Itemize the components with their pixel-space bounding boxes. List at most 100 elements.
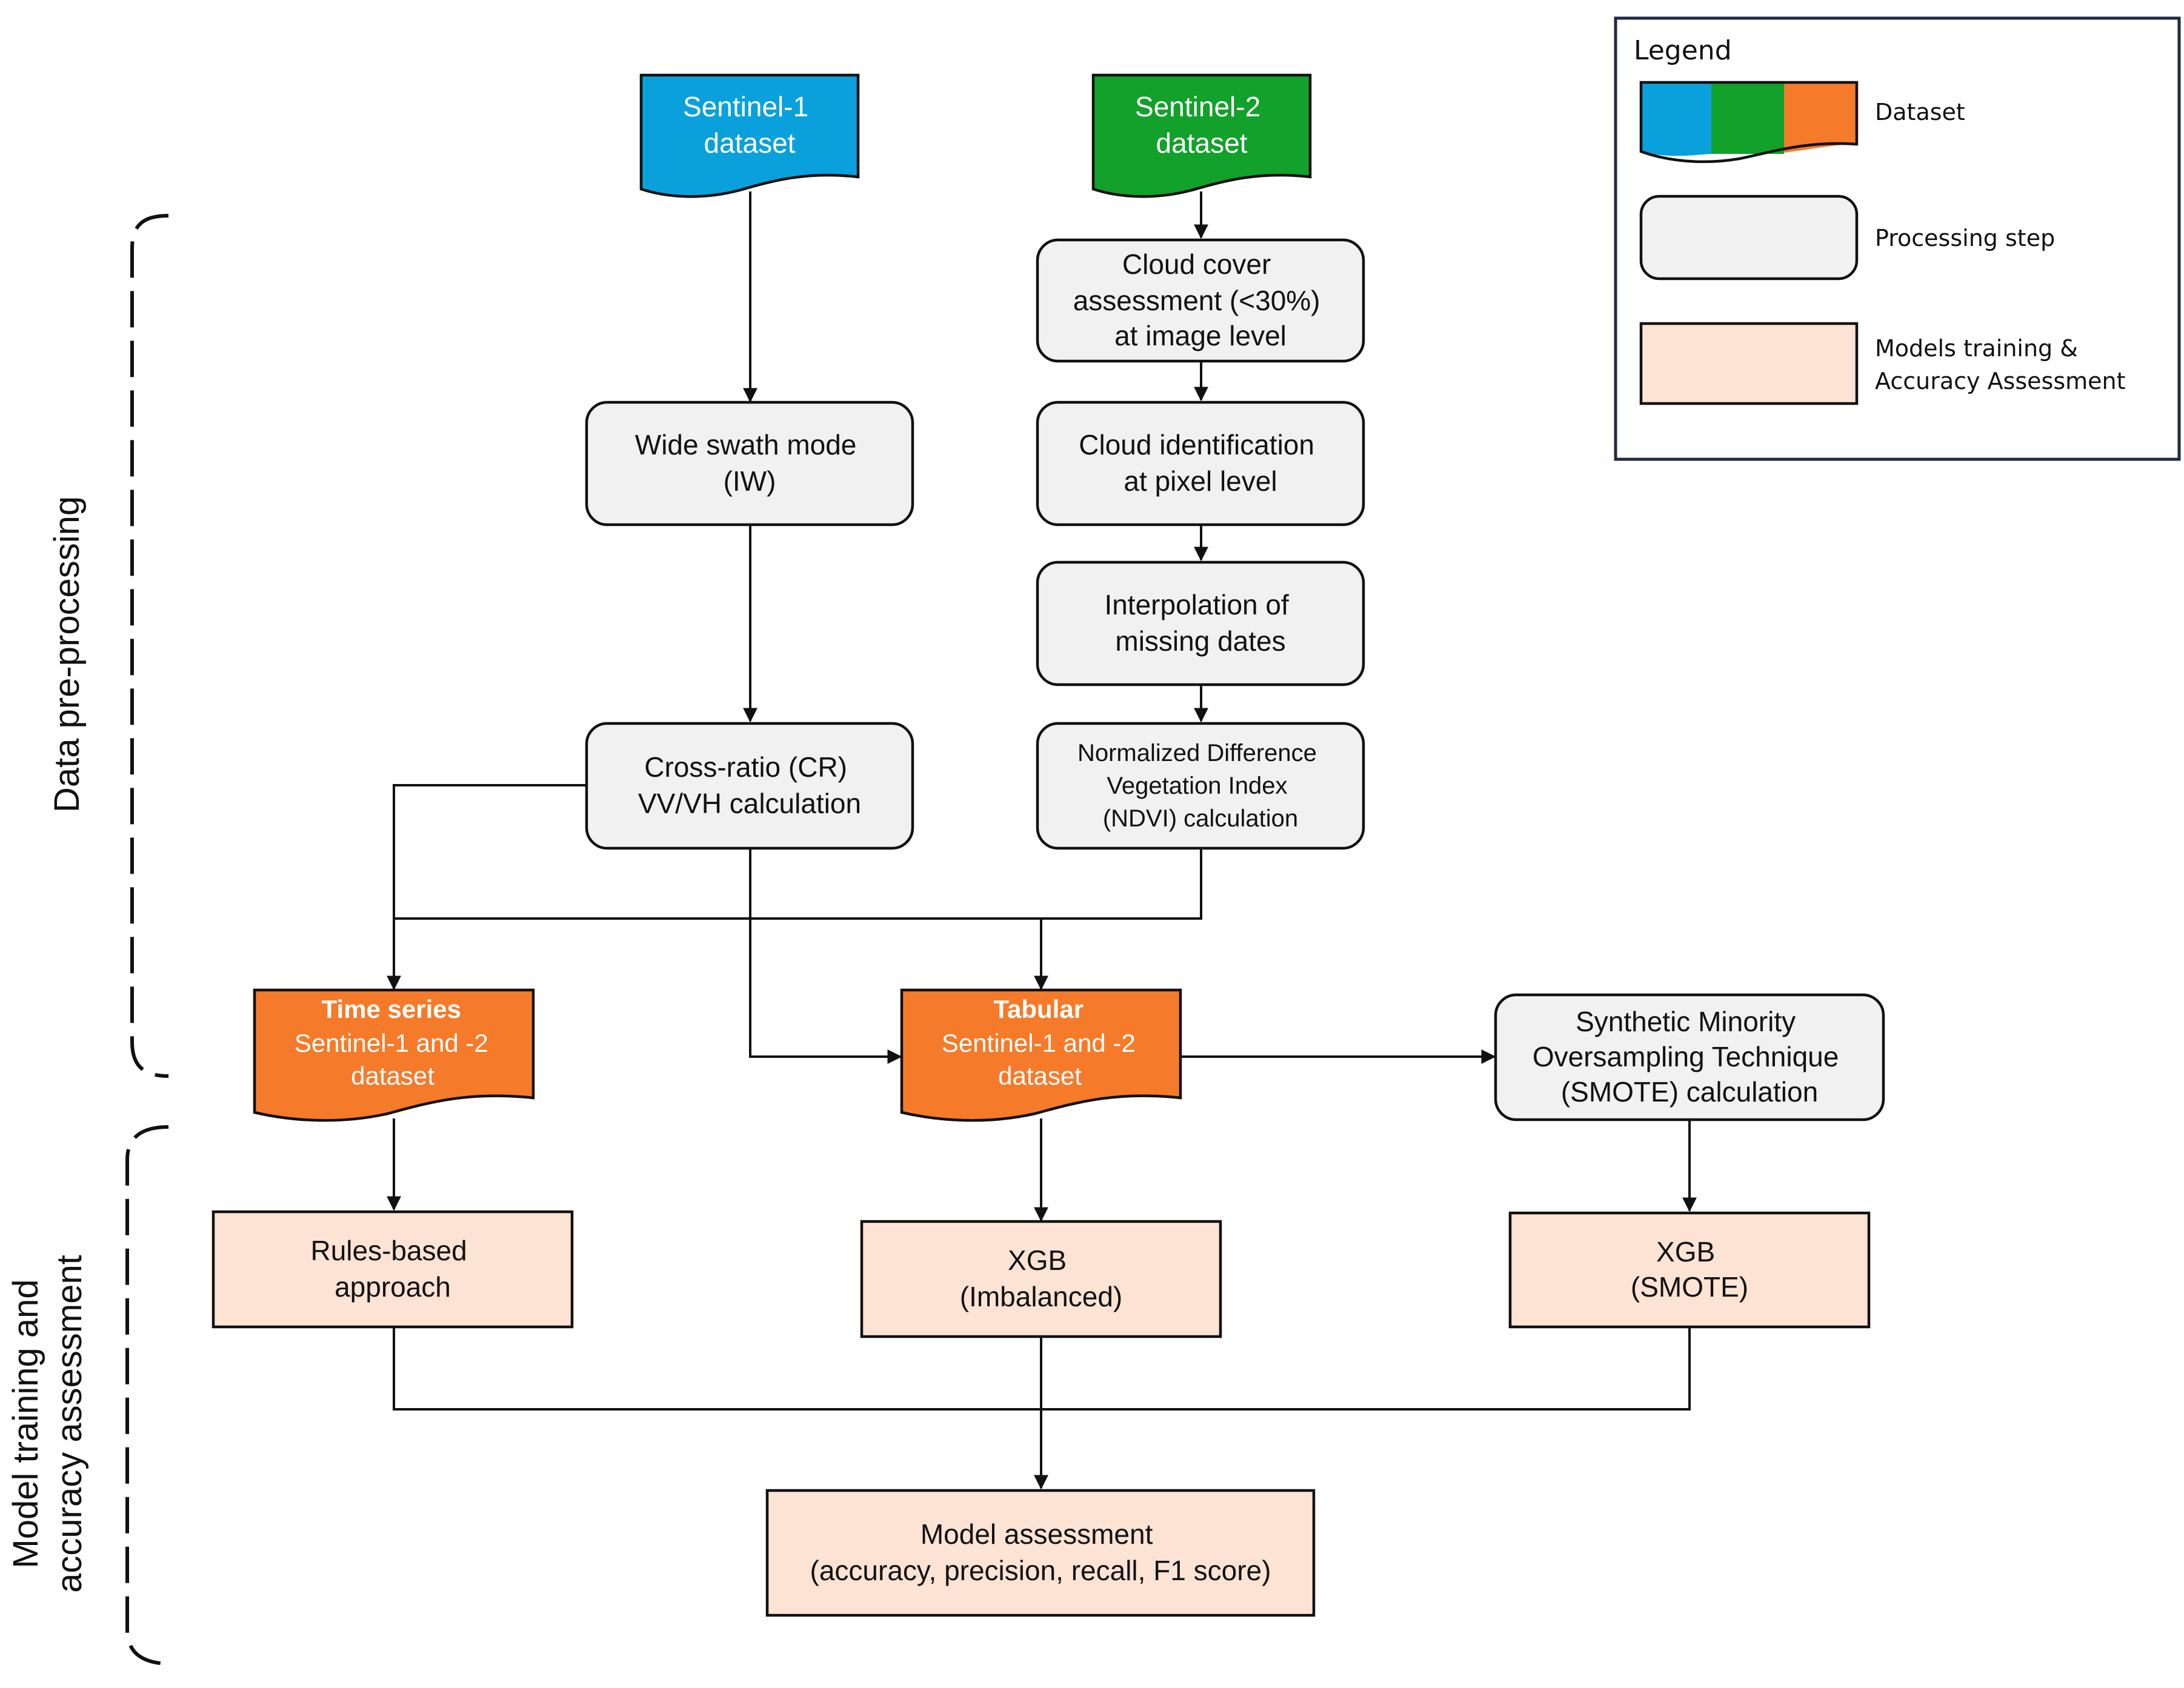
model-assessment-line1: Model assessment	[921, 1518, 1153, 1550]
svg-text:Tabular Sentinel-1 and -: Tabular Sentinel-1 and -2 dataset	[942, 995, 1138, 1090]
wide-swath-box	[585, 400, 914, 527]
interpolation-box	[1036, 560, 1365, 686]
tabular-dataset-line2: dataset	[998, 1062, 1082, 1090]
svg-text:Cloud cover assessment (: Cloud cover assessment (<30%) at image l…	[1073, 248, 1328, 351]
sentinel1-dataset-line1: Sentinel-1	[683, 91, 808, 122]
line-ndvi-merge	[394, 848, 1202, 920]
legend-title: Legend	[1634, 35, 1732, 66]
cross-ratio-line2: VV/VH calculation	[638, 788, 861, 819]
model-assessment-line2: (accuracy, precision, recall, F1 score)	[810, 1555, 1271, 1586]
sentinel2-dataset-shape	[1091, 73, 1312, 198]
smote-calc-line2: Oversampling Technique	[1533, 1041, 1839, 1072]
svg-text:Models training & Accura: Models training & Accuracy Assessment	[1875, 335, 2126, 394]
svg-text:Sentinel-2 dataset: Sentinel-2 dataset	[1135, 91, 1268, 159]
xgb-smote-node: XGB (SMOTE)	[1508, 1211, 1871, 1329]
legend-processing-label: Processing step	[1875, 225, 2055, 251]
ndvi-line3: (NDVI) calculation	[1103, 805, 1298, 832]
legend-dataset-label: Dataset	[1875, 99, 1965, 125]
legend-dataset-swatch	[1639, 81, 1859, 164]
legend-processing-swatch	[1639, 194, 1859, 281]
timeseries-dataset-line1: Sentinel-1 and -2	[295, 1029, 488, 1057]
section-label-training-line1: Model training and	[6, 1279, 45, 1568]
interpolation-line1: Interpolation of	[1104, 589, 1289, 620]
model-assessment-node: Model assessment (accuracy, precision, r…	[765, 1489, 1316, 1617]
cloud-cover-box	[1036, 238, 1365, 363]
rules-based-line2: approach	[335, 1271, 451, 1303]
smote-calc-node: Synthetic Minority Oversampling Techniqu…	[1494, 993, 1885, 1121]
svg-text:Synthetic Minority Overs: Synthetic Minority Oversampling Techniqu…	[1533, 1006, 1846, 1108]
connectors	[387, 191, 1697, 1490]
legend-model-label-line1: Models training &	[1875, 335, 2078, 362]
arrow-crossratio-to-timeseries	[387, 784, 587, 991]
xgb-imbalanced-line1: XGB	[1008, 1244, 1067, 1276]
xgb-imbalanced-node: XGB (Imbalanced)	[860, 1220, 1222, 1338]
timeseries-dataset-shape	[253, 988, 535, 1122]
smote-calc-line3: (SMOTE) calculation	[1561, 1076, 1818, 1108]
section-label-preprocessing: Data pre-processing	[47, 496, 87, 812]
xgb-imbalanced-box	[860, 1220, 1222, 1338]
preprocessing-brace	[130, 214, 169, 1078]
cloud-ident-box	[1036, 400, 1365, 527]
svg-text:Normalized Difference Ve: Normalized Difference Vegetation Index (…	[1077, 740, 1323, 832]
xgb-imbalanced-line2: (Imbalanced)	[960, 1281, 1122, 1312]
timeseries-dataset-node: Time series Sentinel-1 and -2 dataset	[253, 988, 535, 1122]
interpolation-line2: missing dates	[1115, 625, 1285, 657]
svg-text:XGB (Imbalanced): XGB (Imbalanced)	[960, 1244, 1122, 1312]
legend-model-label-line2: Accuracy Assessment	[1875, 368, 2126, 394]
svg-text:Wide swath mode (IW): Wide swath mode (IW)	[635, 429, 864, 497]
training-brace	[125, 1125, 171, 1666]
legend-model-swatch	[1639, 322, 1859, 405]
svg-text:Cross-ratio (CR) VV/VH c: Cross-ratio (CR) VV/VH calculation	[638, 751, 861, 819]
section-label-training-line2: accuracy assessment	[50, 1255, 89, 1593]
wide-swath-node: Wide swath mode (IW)	[585, 400, 914, 527]
arrow-crossratio-to-tabular	[749, 848, 902, 1064]
rules-based-line1: Rules-based	[310, 1235, 467, 1266]
cloud-cover-node: Cloud cover assessment (<30%) at image l…	[1036, 238, 1365, 363]
tabular-dataset-line1: Sentinel-1 and -2	[942, 1029, 1136, 1057]
interpolation-node: Interpolation of missing dates	[1036, 560, 1365, 686]
cross-ratio-node: Cross-ratio (CR) VV/VH calculation	[585, 722, 914, 850]
ndvi-line1: Normalized Difference	[1077, 740, 1317, 766]
svg-text:Time series Sentinel-1 a: Time series Sentinel-1 and -2 dataset	[295, 995, 491, 1090]
timeseries-dataset-title: Time series	[322, 995, 461, 1023]
cross-ratio-box	[585, 722, 914, 850]
smote-calc-line1: Synthetic Minority	[1576, 1006, 1796, 1037]
rules-based-node: Rules-based approach	[211, 1210, 574, 1329]
cloud-ident-line2: at pixel level	[1124, 465, 1277, 497]
timeseries-dataset-line2: dataset	[351, 1062, 434, 1090]
sentinel2-dataset-line2: dataset	[1156, 127, 1248, 159]
cloud-ident-node: Cloud identification at pixel level	[1036, 400, 1365, 527]
ndvi-line2: Vegetation Index	[1107, 773, 1287, 799]
svg-text:Interpolation of missing: Interpolation of missing dates	[1104, 589, 1296, 657]
wide-swath-line1: Wide swath mode	[635, 429, 857, 460]
svg-text:XGB (SMOTE): XGB (SMOTE)	[1631, 1236, 1748, 1303]
xgb-smote-line2: (SMOTE)	[1631, 1271, 1748, 1303]
svg-text:Sentinel-1 dataset: Sentinel-1 dataset	[683, 91, 816, 159]
svg-text:Model assessment (accura: Model assessment (accuracy, precision, r…	[810, 1518, 1271, 1586]
cloud-cover-line1: Cloud cover	[1122, 248, 1271, 280]
cloud-ident-line1: Cloud identification	[1079, 429, 1314, 460]
ndvi-node: Normalized Difference Vegetation Index (…	[1036, 722, 1365, 850]
wide-swath-line2: (IW)	[724, 465, 776, 497]
ndvi-box	[1036, 722, 1365, 850]
xgb-smote-box	[1508, 1211, 1871, 1329]
tabular-dataset-shape	[900, 988, 1182, 1122]
sentinel2-dataset-node: Sentinel-2 dataset	[1091, 73, 1312, 198]
model-assessment-box	[765, 1489, 1316, 1617]
sentinel2-dataset-line1: Sentinel-2	[1135, 91, 1260, 122]
svg-text:Rules-based approach: Rules-based approach	[310, 1235, 474, 1303]
svg-text:Cloud identification at: Cloud identification at pixel level	[1079, 429, 1322, 497]
tabular-dataset-title: Tabular	[993, 995, 1084, 1023]
smote-calc-box	[1494, 993, 1885, 1121]
cloud-cover-line2: assessment (<30%)	[1073, 285, 1320, 316]
tabular-dataset-node: Tabular Sentinel-1 and -2 dataset	[900, 988, 1182, 1122]
sentinel1-dataset-shape	[639, 73, 860, 198]
xgb-smote-line1: XGB	[1656, 1236, 1715, 1268]
legend: Legend Dataset Processing step Models tr…	[1614, 16, 2181, 461]
rules-based-box	[211, 1210, 574, 1329]
sentinel1-dataset-line2: dataset	[704, 127, 796, 159]
cross-ratio-line1: Cross-ratio (CR)	[644, 751, 847, 783]
cloud-cover-line3: at image level	[1114, 320, 1287, 351]
sentinel1-dataset-node: Sentinel-1 dataset	[639, 73, 860, 198]
